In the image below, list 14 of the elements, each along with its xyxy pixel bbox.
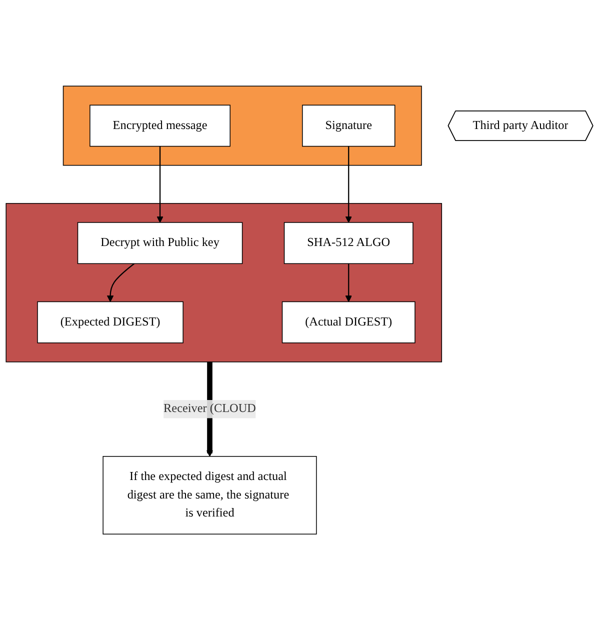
node-box: (Actual DIGEST) xyxy=(282,301,416,344)
edge-label: Receiver (CLOUD xyxy=(164,402,256,416)
arrow xyxy=(345,146,352,223)
cluster xyxy=(62,86,422,166)
node-box: SHA-512 ALGO xyxy=(284,222,414,264)
arrow xyxy=(156,146,164,223)
arrow xyxy=(345,264,352,302)
cluster xyxy=(6,202,442,362)
node-box: (Expected DIGEST) xyxy=(37,301,184,344)
arrow xyxy=(106,263,135,302)
node-box: Encrypted message xyxy=(90,104,230,147)
node-box: Signature xyxy=(302,104,396,147)
node-box: Decrypt with Public key xyxy=(77,222,243,264)
node-box: If the expected digest and actual digest are the same, the signature is verified xyxy=(102,456,317,534)
